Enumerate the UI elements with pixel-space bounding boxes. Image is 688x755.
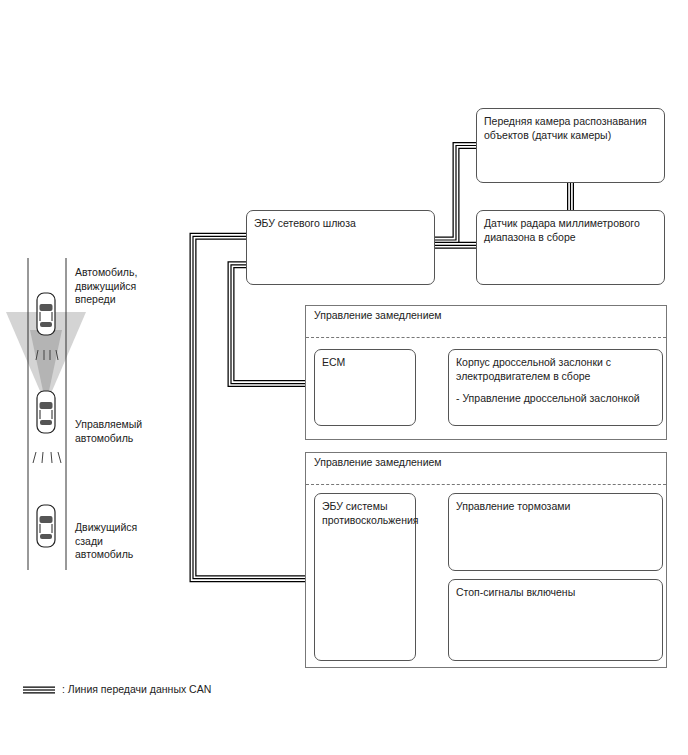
control-group: Управление замедлениемECM Корпус дроссель… (305, 305, 667, 440)
motion-marks (33, 350, 61, 463)
car-group (37, 293, 55, 547)
can-line (435, 245, 476, 246)
component-box: ЭБУ системы противоскольжения (314, 493, 416, 661)
group-heading: Управление замедлением (314, 309, 442, 323)
component-name: Управление тормозами (456, 500, 655, 514)
vehicle-label: Автомобиль, движущийся впереди (75, 266, 155, 307)
car-icon (37, 293, 55, 335)
component-box: Стоп-сигналы включены (448, 579, 663, 661)
component-name: ECM (322, 356, 408, 370)
component-name: ЭБУ сетевого шлюза (254, 217, 427, 231)
car-icon (37, 391, 55, 433)
component-name: Передняя камера распознавания объектов (… (484, 115, 657, 142)
component-box: Управление тормозами (448, 493, 663, 571)
control-group: Управление замедлениемЭБУ системы против… (305, 452, 667, 668)
vehicle-label: Движущийся сзади автомобиль (75, 521, 155, 562)
road-edge (66, 258, 67, 570)
dashed-divider (306, 484, 666, 485)
component-name: ЭБУ системы противоскольжения (322, 500, 408, 527)
dashed-divider (306, 337, 666, 338)
component-box: ЭБУ сетевого шлюза (246, 210, 435, 285)
group-heading: Управление замедлением (314, 456, 442, 470)
component-name: Датчик радара миллиметрового диапазона в… (484, 217, 657, 244)
road-edge (28, 258, 29, 570)
component-name: Стоп-сигналы включены (456, 586, 655, 600)
legend-sample (23, 690, 55, 691)
component-box: Датчик радара миллиметрового диапазона в… (476, 210, 665, 285)
component-box: Корпус дроссельной заслонки с электродви… (448, 349, 663, 426)
car-icon (37, 505, 55, 547)
can-line (435, 146, 476, 241)
can-line (193, 236, 314, 578)
legend-text: : Линия передачи данных CAN (62, 683, 211, 697)
component-box: ECM (314, 349, 416, 426)
component-box: Передняя камера распознавания объектов (… (476, 108, 665, 183)
can-line (570, 183, 571, 210)
vehicle-label: Управляемый автомобиль (75, 418, 160, 445)
component-name: - Управление дроссельной заслонкой (456, 392, 655, 406)
component-name: Корпус дроссельной заслонки с электродви… (456, 356, 655, 383)
